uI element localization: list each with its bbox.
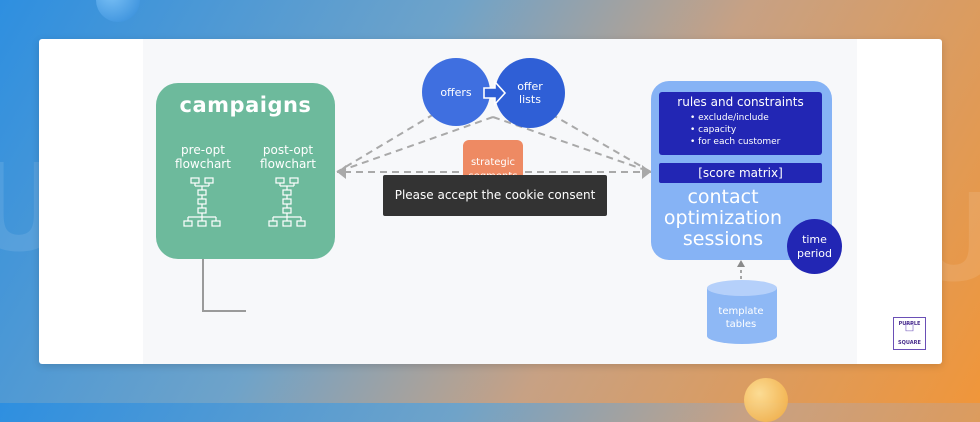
cookie-consent-toast[interactable]: Please accept the cookie consent: [383, 175, 607, 216]
purple-square-logo: PURPLE □ SQUARE: [893, 317, 926, 350]
video-frame: campaigns pre-opt flowchart post-opt flo…: [39, 39, 942, 364]
score-matrix-box: [score matrix]: [659, 163, 822, 183]
post-opt-flowchart-label: post-opt flowchart: [260, 143, 316, 171]
pre-opt-flowchart-icon: [183, 177, 221, 227]
campaigns-title: campaigns: [179, 93, 312, 117]
template-tables-label: template tables: [718, 306, 764, 330]
rules-item: • exclude/include: [690, 113, 769, 123]
pre-opt-flowchart-label: pre-opt flowchart: [175, 143, 231, 171]
time-period-label: time period: [796, 232, 833, 260]
offer-lists-label: offer lists: [517, 80, 543, 106]
offer-lists-node: offer lists: [495, 58, 565, 128]
decorative-bubble: [96, 0, 140, 22]
offers-label: offers: [440, 85, 472, 99]
offers-node: offers: [422, 58, 490, 126]
decorative-bubble: [744, 378, 788, 422]
contact-optimization-title: contact optimization sessions: [663, 186, 783, 250]
rules-constraints-box: rules and constraints • exclude/include …: [659, 92, 822, 155]
rules-item: • for each customer: [690, 137, 781, 147]
post-opt-flowchart-icon: [268, 177, 306, 227]
time-period-node: time period: [787, 219, 842, 274]
rules-item: • capacity: [690, 125, 737, 135]
rules-list: • exclude/include • capacity • for each …: [690, 112, 780, 148]
rules-title: rules and constraints: [677, 95, 804, 109]
connector-layer: [202, 113, 777, 344]
campaigns-box: campaigns pre-opt flowchart post-opt flo…: [156, 83, 335, 259]
